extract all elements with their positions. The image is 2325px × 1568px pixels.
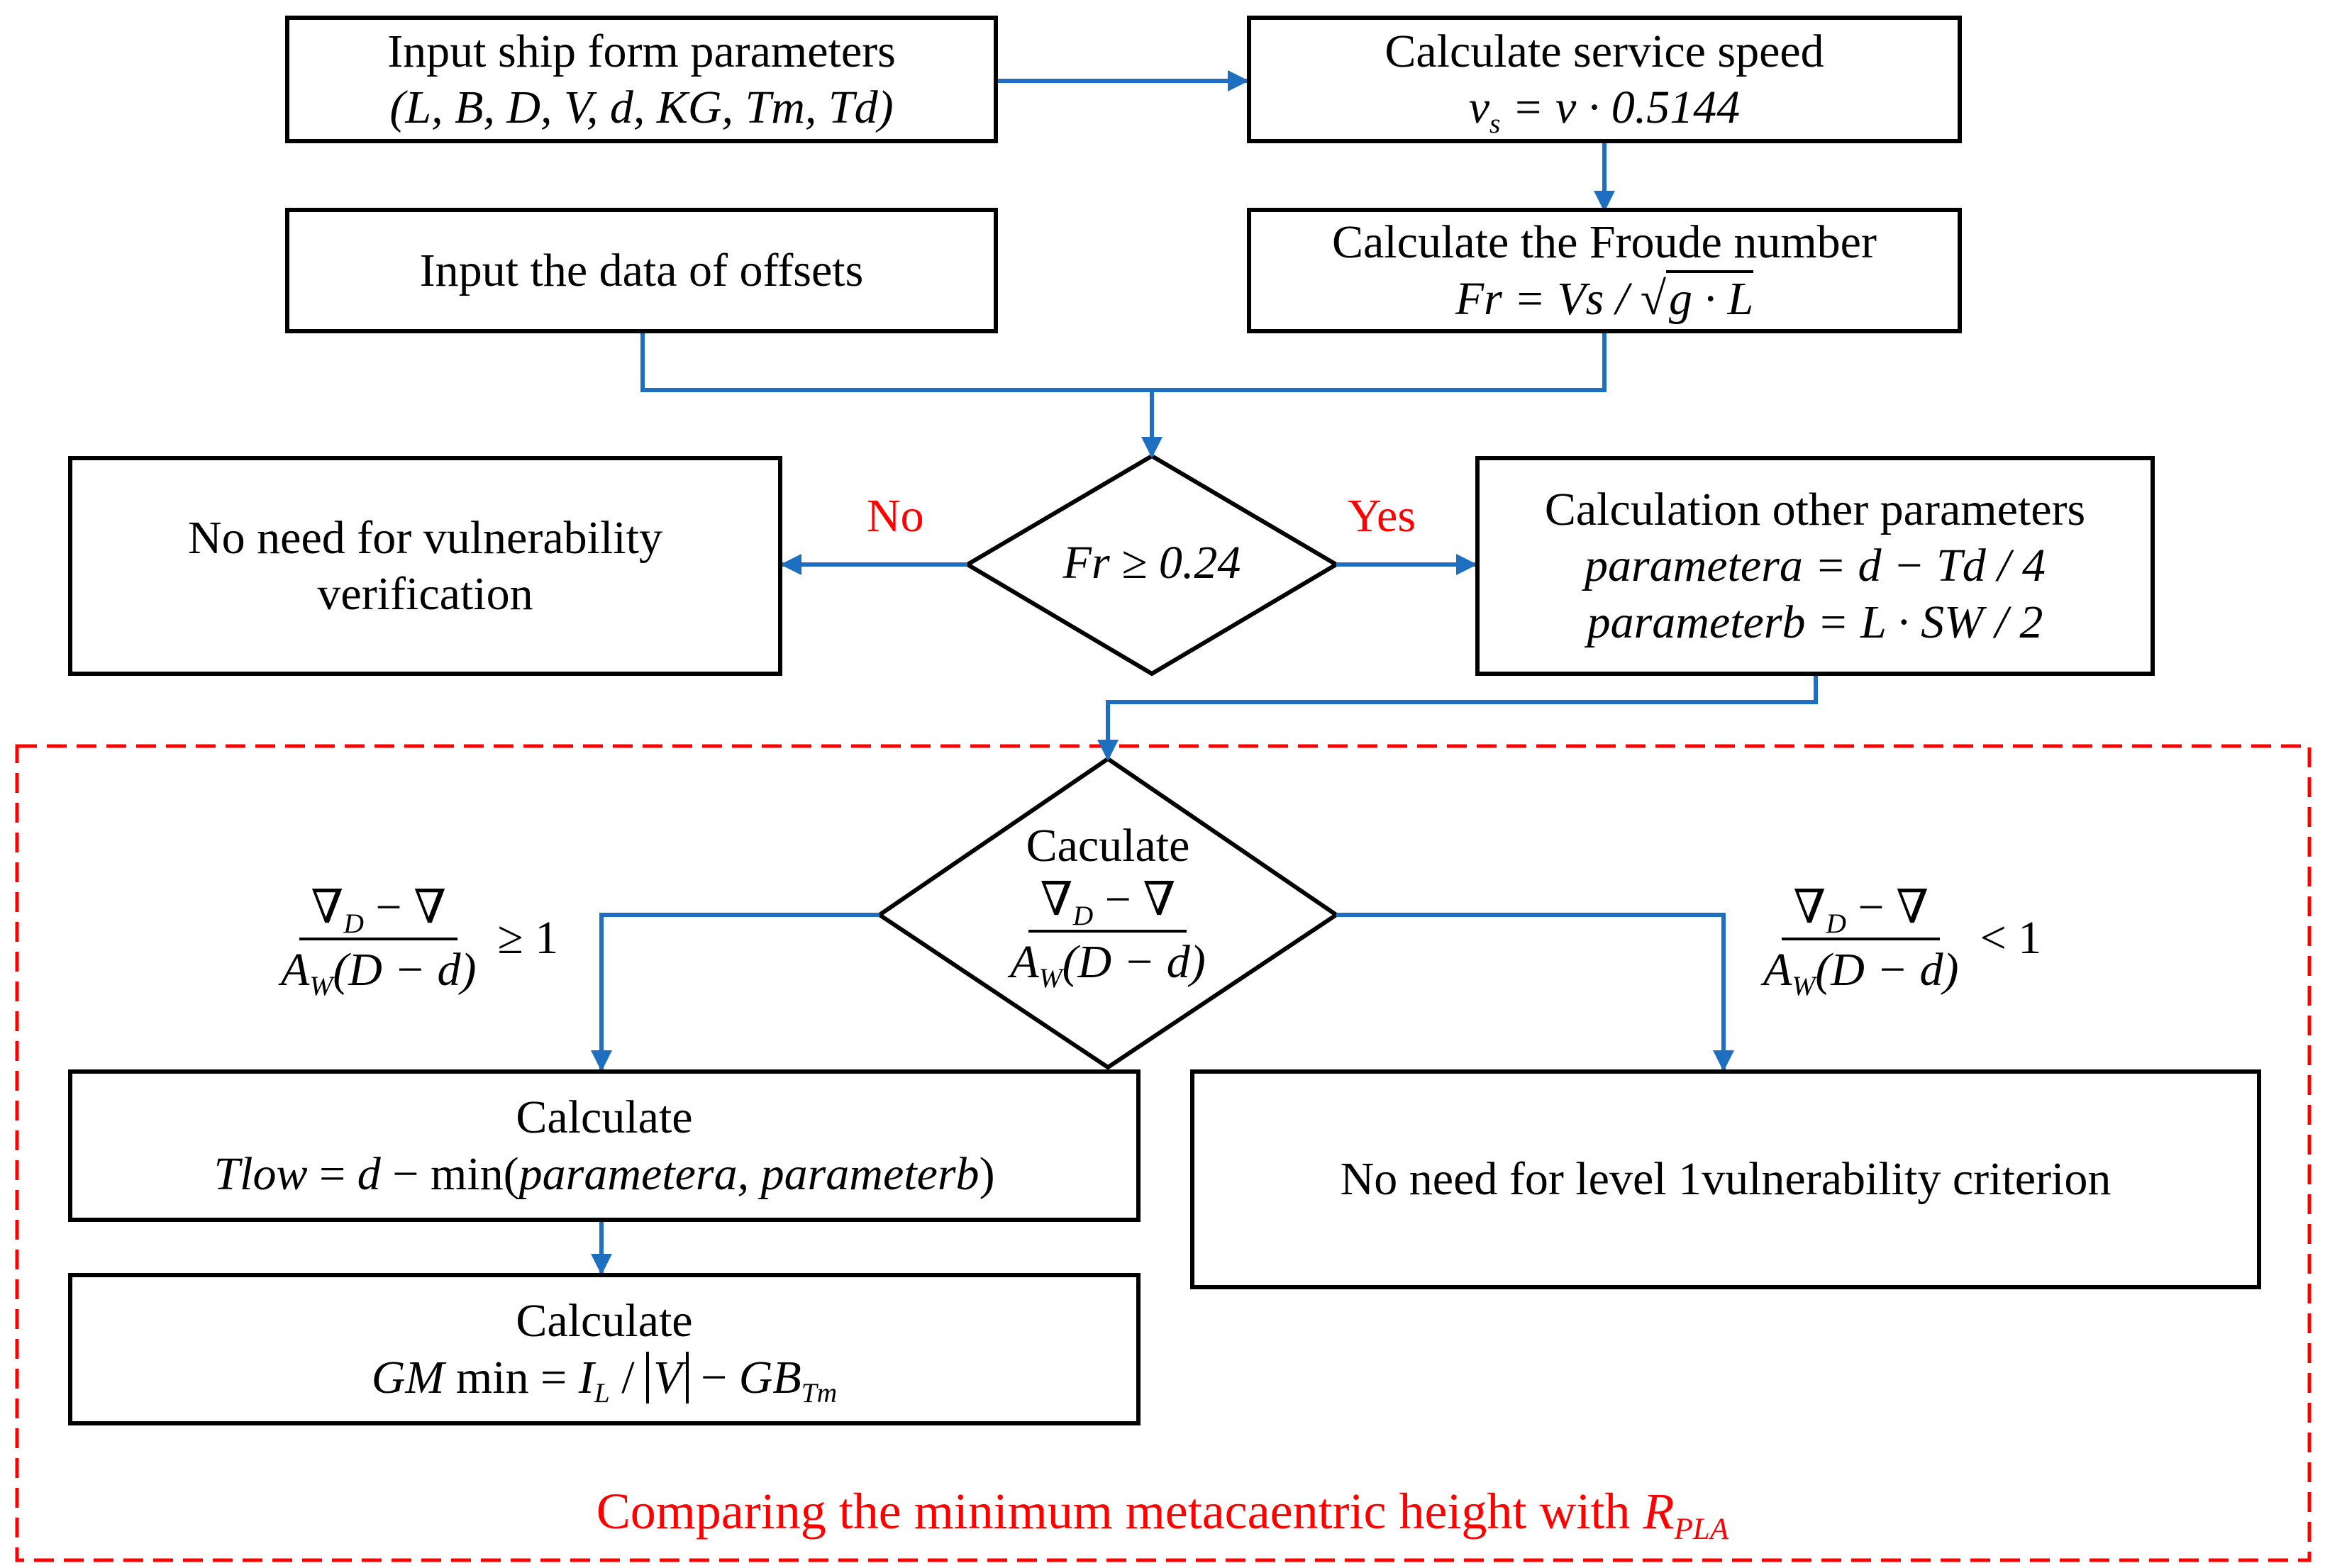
calculate-tlow-box: Calculate Tlow = d − min(parametera, par… xyxy=(68,1069,1141,1222)
no-need-vulnerability-box: No need for vulnerability verification xyxy=(68,456,782,676)
decision-calc-title: Caculate xyxy=(1026,820,1190,872)
decision-froude-diamond xyxy=(963,453,1341,677)
froude-number-box: Calculate the Froude number Fr = Vs / √g… xyxy=(1247,208,1962,333)
decision-calc-fraction: ∇D − ∇ AW(D − d) xyxy=(1010,873,1206,994)
service-speed-formula: vs = v · 0.5144 xyxy=(1468,82,1741,139)
arrow-params-to-calc xyxy=(1097,676,1818,761)
arrow-ge1-branch xyxy=(591,913,879,1072)
calc-tlow-formula: Tlow = d − min(parametera, parameterb) xyxy=(213,1147,995,1200)
no-need-level1-text: No need for level 1vulnerability criteri… xyxy=(1340,1153,2112,1206)
no-need-level1-box: No need for level 1vulnerability criteri… xyxy=(1190,1069,2261,1289)
arrow-lt1-branch xyxy=(1336,913,1734,1072)
calculate-gm-box: Calculate GM min = IL / V − GBTm xyxy=(68,1273,1141,1425)
service-speed-box: Calculate service speed vs = v · 0.5144 xyxy=(1247,16,1962,143)
condition-lt-1: ∇D − ∇ AW(D − d) < 1 xyxy=(1752,879,2042,1001)
condition-lt1-fraction: ∇D − ∇ AW(D − d) xyxy=(1752,879,1970,1001)
criterion-region xyxy=(15,744,2312,1562)
input-ship-parameters-box: Input ship form parameters (L, B, D, V, … xyxy=(285,16,998,143)
parameter-b-formula: parameterb = L · SW / 2 xyxy=(1587,596,2043,648)
calc-tlow-title: Calculate xyxy=(516,1091,693,1144)
connector-offsets-froude xyxy=(640,333,1607,392)
condition-lt1-relation: < 1 xyxy=(1980,912,2042,964)
condition-ge1-fraction: ∇D − ∇ AW(D − d) xyxy=(270,879,487,1001)
condition-ge-1: ∇D − ∇ AW(D − d) ≥ 1 xyxy=(270,879,559,1001)
froude-formula: Fr = Vs / √g · L xyxy=(1455,269,1754,327)
decision-froude-text: Fr ≥ 0.24 xyxy=(1062,537,1241,589)
input-offsets-text: Input the data of offsets xyxy=(419,244,864,296)
branch-label-yes: Yes xyxy=(1348,490,1416,542)
condition-ge1-relation: ≥ 1 xyxy=(497,912,559,964)
other-params-title: Calculation other parameters xyxy=(1544,484,2086,536)
branch-label-no: No xyxy=(867,490,924,542)
region-caption: Comparing the minimum metacaentric heigh… xyxy=(596,1483,1729,1547)
input-offsets-box: Input the data of offsets xyxy=(285,208,998,333)
decision-calc-diamond xyxy=(875,756,1341,1070)
decision-calc-text: Caculate ∇D − ∇ AW(D − d) xyxy=(915,819,1301,994)
calc-gm-formula: GM min = IL / V − GBTm xyxy=(371,1351,838,1409)
calc-gm-title: Calculate xyxy=(516,1295,693,1347)
no-need-vuln-line2: verification xyxy=(317,568,533,620)
parameter-a-formula: parametera = d − Td / 4 xyxy=(1584,540,2046,592)
service-speed-title: Calculate service speed xyxy=(1385,25,1824,77)
other-parameters-box: Calculation other parameters parametera … xyxy=(1475,456,2155,676)
input-ship-params: (L, B, D, V, d, KG, Tm, Td) xyxy=(389,82,894,133)
no-need-vuln-line1: No need for vulnerability xyxy=(188,511,662,564)
input-ship-title: Input ship form parameters xyxy=(387,25,896,77)
froude-title: Calculate the Froude number xyxy=(1332,216,1877,269)
